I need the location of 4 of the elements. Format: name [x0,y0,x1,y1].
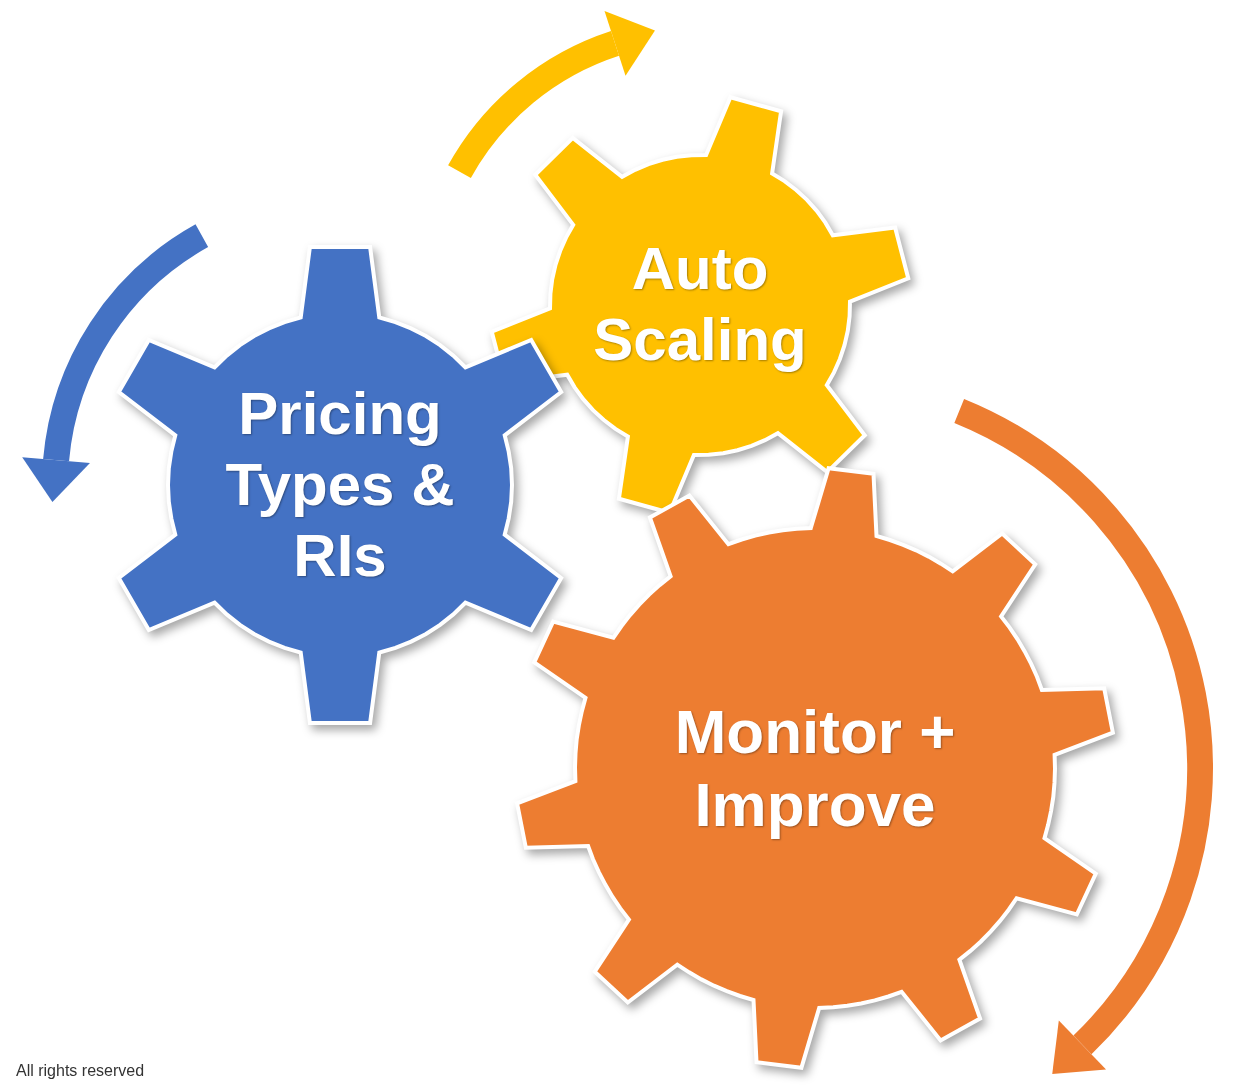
copyright-note: All rights reserved [16,1062,145,1080]
gear-label: Pricing Types & RIs [225,378,455,591]
gear-label: Monitor + Improve [673,695,957,841]
gear-label: Auto Scaling [592,234,808,375]
